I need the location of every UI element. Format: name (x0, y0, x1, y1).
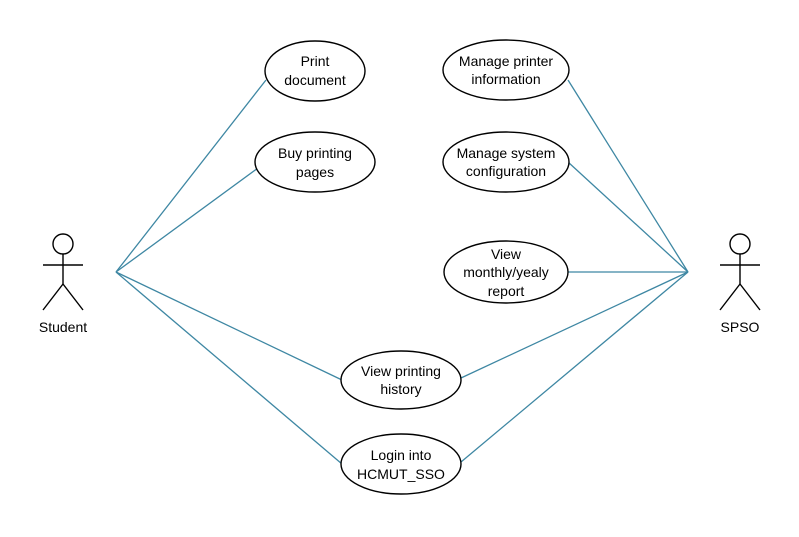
actor-student-right-leg (62, 283, 84, 311)
actor-spso[interactable]: SPSO (719, 233, 761, 335)
actor-spso-left-leg (719, 283, 741, 311)
use-case-label: information (471, 71, 540, 87)
use-case-login-hcmut-sso[interactable]: Login into HCMUT_SSO (340, 433, 462, 495)
actor-student-label: Student (39, 319, 87, 335)
use-case-label: Manage printer (459, 53, 554, 69)
associations (115, 79, 689, 465)
actor-spso-right-leg (739, 283, 761, 311)
use-case-label: Login into (371, 447, 432, 463)
association-line-student-view-printing-history (115, 271, 343, 381)
use-case-label: View printing (361, 363, 441, 379)
actor-student-head (52, 233, 74, 255)
use-case-label: View (491, 246, 522, 262)
association-line-spso-manage-system-configuration (567, 161, 689, 273)
use-case-print-document[interactable]: Print document (264, 40, 366, 102)
use-case-label: report (488, 283, 525, 299)
actor-spso-label: SPSO (721, 319, 760, 335)
association-line-student-buy-printing-pages (115, 167, 259, 273)
use-case-label: pages (296, 164, 334, 180)
use-case-buy-printing-pages[interactable]: Buy printing pages (254, 131, 376, 193)
use-case-manage-system-configuration[interactable]: Manage system configuration (442, 131, 570, 193)
use-case-label: document (284, 72, 346, 88)
association-line-spso-manage-printer-information (567, 79, 689, 273)
association-line-student-login-hcmut-sso (115, 271, 343, 465)
actor-student[interactable]: Student (39, 233, 87, 335)
association-line-student-print-document (115, 79, 267, 273)
use-case-label: monthly/yealy (463, 264, 549, 280)
actor-spso-head (729, 233, 751, 255)
use-case-label: history (380, 381, 421, 397)
use-case-label: Print (301, 53, 330, 69)
use-case-view-report[interactable]: View monthly/yealy report (443, 240, 569, 304)
use-case-label: Buy printing (278, 145, 352, 161)
use-case-label: configuration (466, 163, 546, 179)
association-line-spso-login-hcmut-sso (460, 271, 689, 463)
use-case-label: Manage system (457, 145, 556, 161)
actor-student-left-leg (42, 283, 64, 311)
association-line-spso-view-printing-history (460, 271, 689, 379)
use-case-manage-printer-information[interactable]: Manage printer information (442, 39, 570, 101)
use-case-label: HCMUT_SSO (357, 466, 445, 482)
use-case-view-printing-history[interactable]: View printing history (340, 350, 462, 410)
